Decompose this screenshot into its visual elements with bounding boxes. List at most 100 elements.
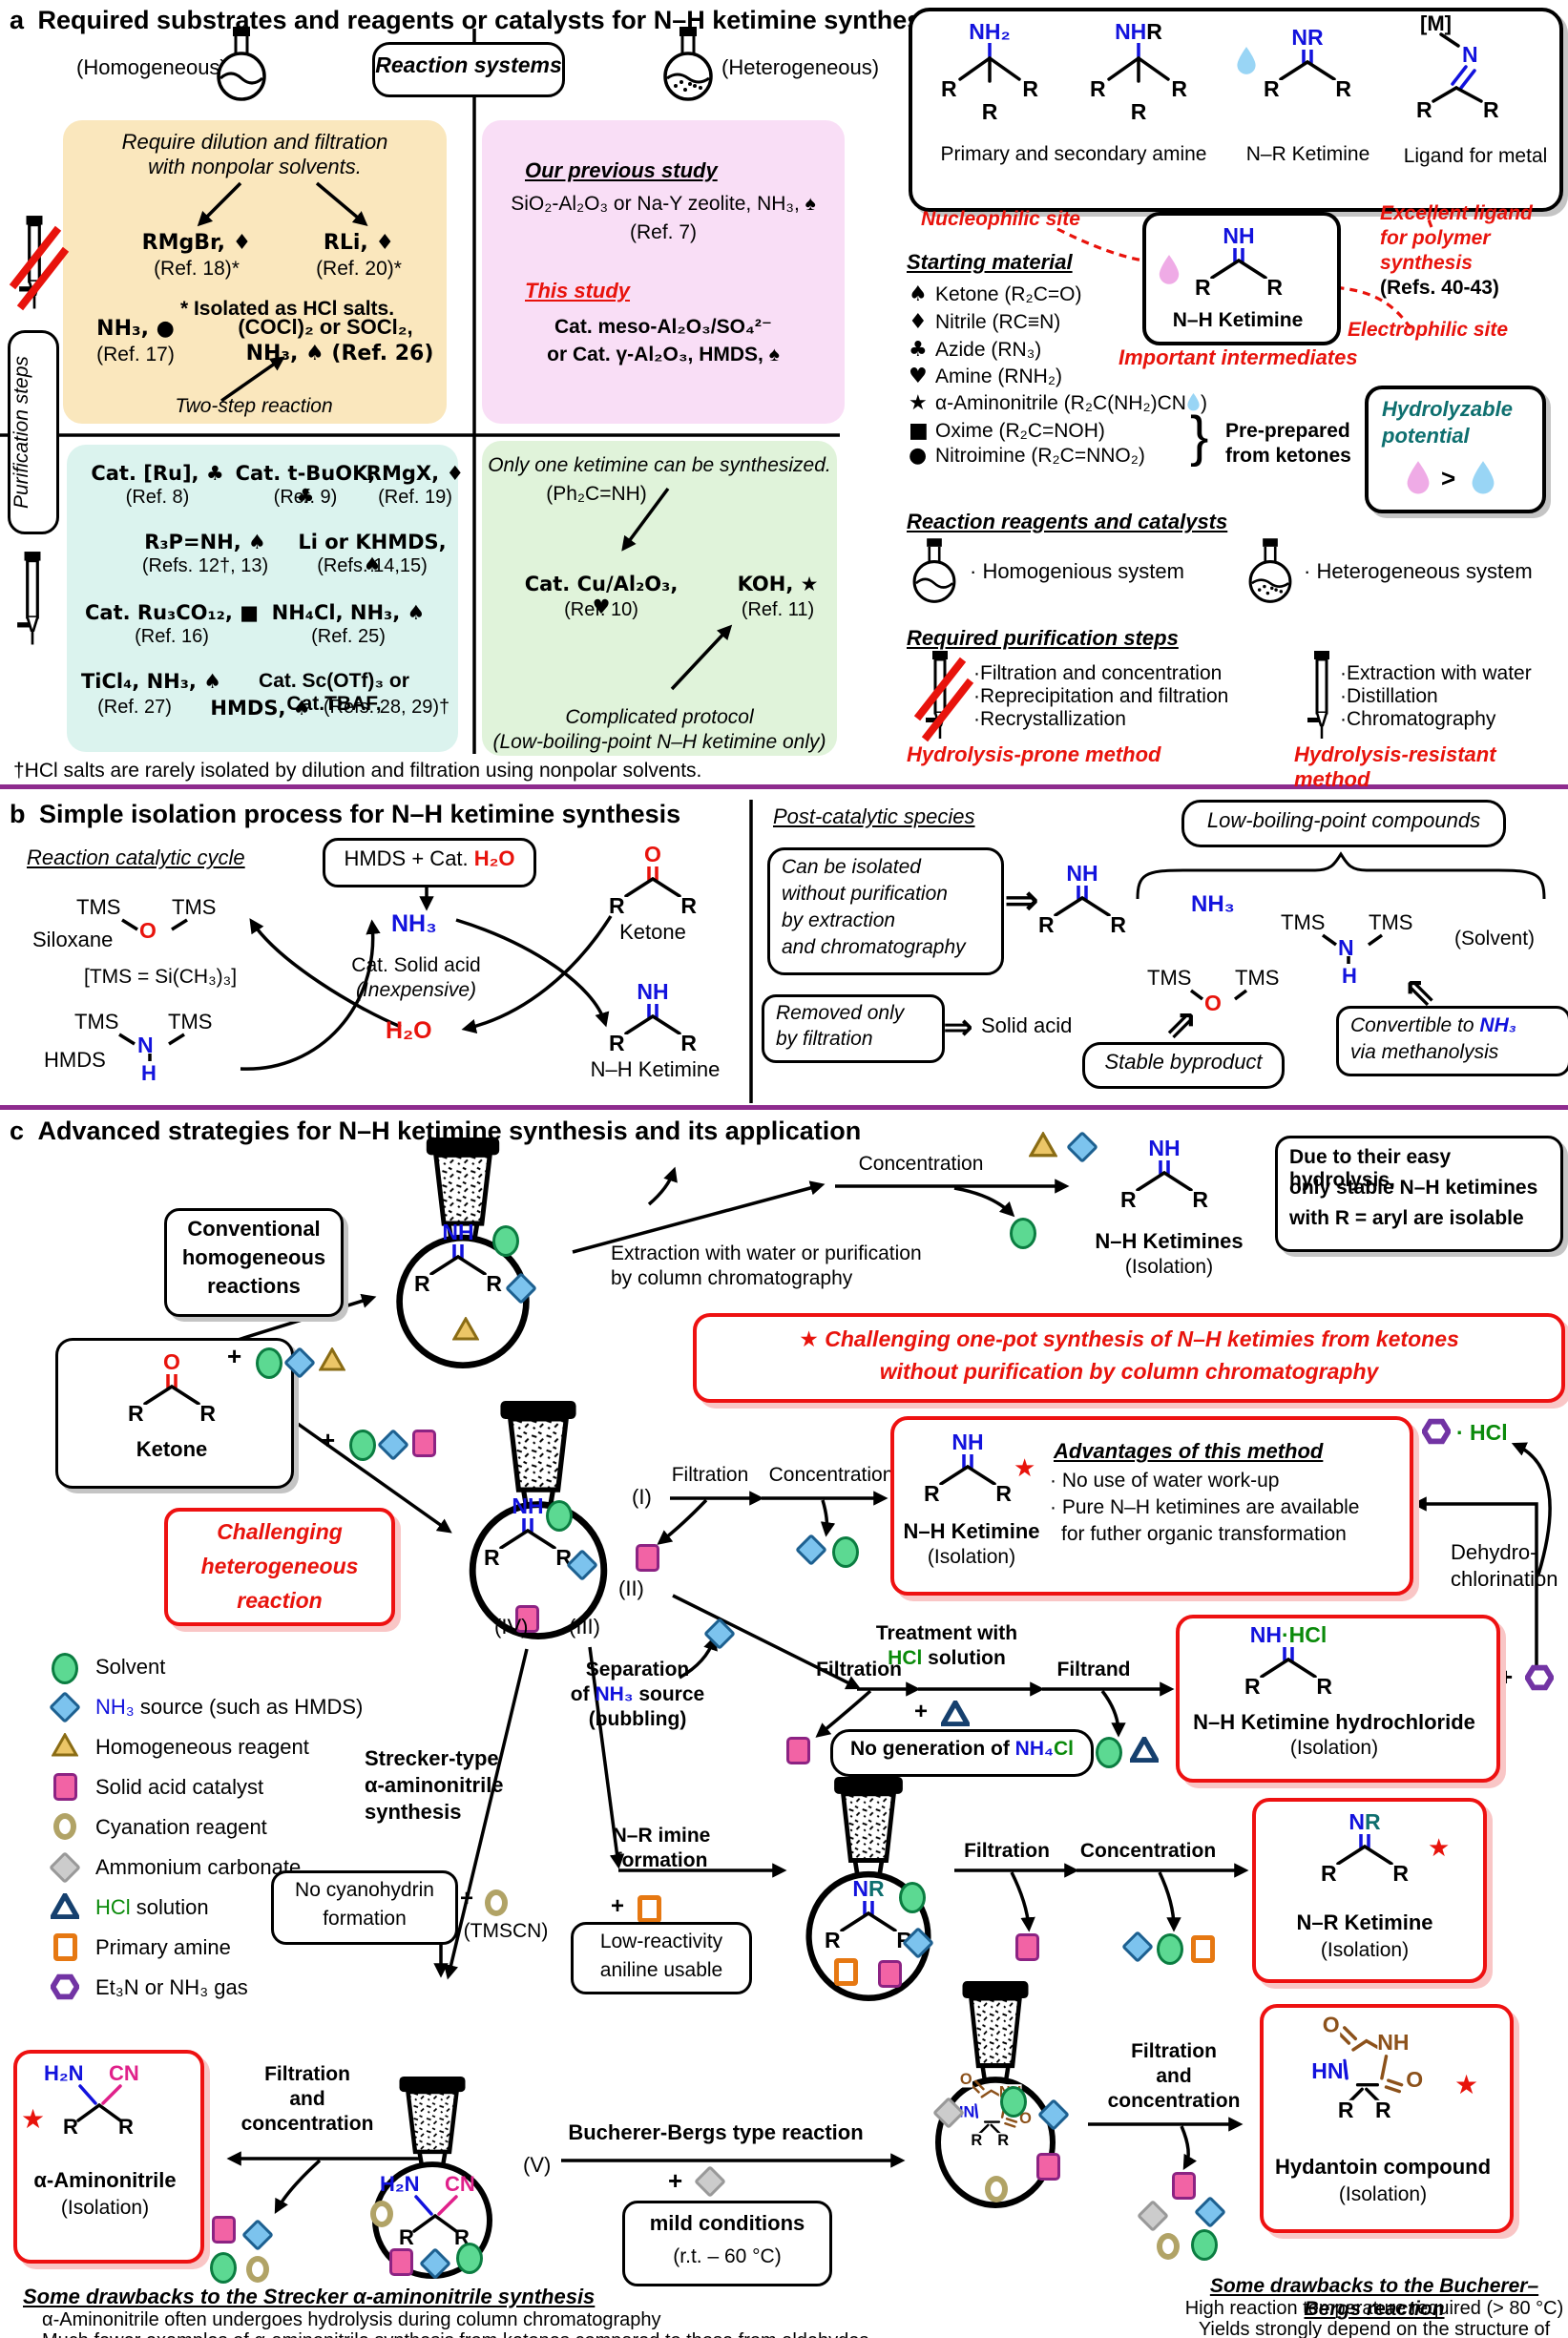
- homogeneous-reagent-shape: [452, 1317, 479, 1341]
- star-icon: ★: [1428, 1834, 1451, 1863]
- advantage-3: for futher organic transformation: [1061, 1523, 1347, 1545]
- circle-icon: ●: [909, 444, 928, 468]
- cyan-box-bg: [67, 445, 458, 752]
- solid-acid-shape: [389, 2248, 413, 2276]
- cyanation-reagent-shape: [485, 1889, 508, 1916]
- complicated-2: (Low-boiling-point N–H ketimine only): [492, 731, 826, 753]
- nh-ketimines-label: N–H Ketimines: [1095, 1229, 1244, 1253]
- ammonium-carbonate-shape: [694, 2165, 726, 2198]
- plus: +: [611, 1893, 625, 1919]
- plus: +: [914, 1699, 929, 1724]
- purification-header: Required purification steps: [907, 626, 1179, 650]
- homogeneous-reagent-shape: [1029, 1132, 1057, 1158]
- concentration-label: Concentration: [858, 1153, 984, 1175]
- r3p: R₃P=NH, ♠: [144, 531, 266, 553]
- purple-rule-2: [0, 1105, 1568, 1110]
- likhmds-ref: (Refs. 14,15): [317, 555, 428, 576]
- hydantoin-label: Hydantoin compound: [1274, 2155, 1492, 2179]
- nh3-label: NH₃: [1191, 891, 1235, 917]
- tmscn-label: (TMSCN): [463, 1920, 549, 1942]
- filtrand-label: Filtrand: [1056, 1659, 1131, 1680]
- bucherer-label: Bucherer-Bergs type reaction: [568, 2120, 864, 2144]
- tms-label: TMS: [168, 1010, 213, 1033]
- challenging-reaction-box: Challenging heterogeneous reaction: [164, 1508, 395, 1626]
- ticl4-ref: (Ref. 27): [97, 697, 172, 718]
- h-label: H: [1342, 964, 1357, 988]
- nucleophilic-label: Nucleophilic site: [921, 208, 1080, 230]
- solvent-shape: [832, 1536, 859, 1568]
- o-label: O: [1204, 991, 1222, 1015]
- roman-iii: (III): [569, 1615, 600, 1639]
- homogeneous-label: (Homogeneous): [76, 55, 227, 79]
- substrate-amine: Amine (RNH₂): [935, 365, 1062, 387]
- rmgx: RMgX, ♦: [366, 462, 465, 485]
- koh-ref: (Ref. 11): [741, 599, 815, 620]
- nr-ketimine-isolation-box: [1252, 1798, 1487, 1983]
- siloxane-label: Siloxane: [32, 928, 114, 951]
- greater-than: >: [1441, 464, 1456, 492]
- hydantoin-structure: O NH O HN R R: [951, 2072, 1044, 2155]
- isolation-label: (Isolation): [1320, 1939, 1410, 1961]
- aminonitrile-structure: H₂N CN R R: [380, 2172, 475, 2249]
- nr-ketimine-label: N–R Ketimine: [1296, 1910, 1433, 1934]
- rli-ref: (Ref. 20)*: [316, 258, 402, 280]
- hydrolysis-resistant-label: Hydrolysis-resistant method: [1294, 742, 1496, 791]
- purple-rule-1: [0, 784, 1568, 789]
- ammonium-carbonate-shape: [1137, 2200, 1169, 2232]
- strecker-2: α-aminonitrile: [365, 1773, 504, 1797]
- stable-byproduct-box: Stable byproduct: [1082, 1042, 1285, 1089]
- separation-1: Separation: [585, 1659, 690, 1680]
- nh3-source-shape: [377, 1429, 409, 1461]
- excellent-ligand-3: synthesis: [1380, 252, 1473, 274]
- star-icon: ★: [1014, 1454, 1036, 1483]
- cat-cu-ref: (Ref. 10): [564, 599, 638, 620]
- panel-a-tag: a: [10, 6, 25, 34]
- prev-study-title: Our previous study: [525, 158, 718, 182]
- dehydro-1: Dehydro-: [1451, 1540, 1537, 1564]
- extraction-line-1: Extraction with water or purification: [611, 1242, 922, 1264]
- substrate-nitrile: Nitrile (RC≡N): [935, 311, 1061, 333]
- heart-icon: ♥: [909, 365, 928, 388]
- nh3-source-shape: [1194, 2196, 1226, 2228]
- solvent-shape: [1000, 2086, 1027, 2118]
- hydantoin-structure: O NH O HN R R: [1311, 2013, 1424, 2123]
- starting-material-header: Starting material: [907, 250, 1073, 274]
- h2o-label: H₂O: [386, 1017, 432, 1044]
- nh3-source-shape: [703, 1618, 736, 1650]
- panel-a-title: Required substrates and reagents or cata…: [37, 6, 943, 34]
- ketone-box: [55, 1338, 294, 1489]
- double-arrow-icon: ⇒: [1004, 877, 1039, 924]
- club-icon: ♣: [909, 338, 928, 362]
- aminonitrile-structure: H₂N CN R R: [44, 2061, 139, 2139]
- water-droplet-blue-icon: [1237, 47, 1256, 74]
- low-boiling-box: Low-boiling-point compounds: [1181, 800, 1506, 847]
- green-note: Only one ketimine can be synthesized.: [488, 454, 831, 476]
- ticl4: TiCl₄, NH₃, ♠: [80, 670, 222, 693]
- excellent-ligand-ref: (Refs. 40-43): [1380, 277, 1499, 299]
- filtration-and-concentration: Filtration: [264, 2063, 350, 2085]
- hmds-label: HMDS: [44, 1048, 106, 1072]
- cat-ru-ref: (Ref. 8): [125, 487, 190, 508]
- complicated-1: Complicated protocol: [565, 706, 754, 728]
- ph2c: (Ph₂C=NH): [546, 483, 647, 505]
- hydrolysis-prone-label: Hydrolysis-prone method: [907, 742, 1161, 766]
- heterogeneous-system: · Heterogeneous system: [1304, 559, 1533, 583]
- droplet-pink-icon: [1407, 461, 1430, 494]
- filtration-and-concentration: Filtration: [1131, 2040, 1217, 2062]
- pre-prepared-2: from ketones: [1225, 445, 1351, 467]
- roman-ii: (II): [618, 1576, 644, 1600]
- tms-label: TMS: [1369, 910, 1413, 934]
- pink-box-bg: [482, 120, 845, 424]
- cocl-nh3: NH₃, ♠ (Ref. 26): [245, 342, 434, 365]
- cyanation-reagent-shape: [246, 2256, 269, 2283]
- tms-definition: [TMS = Si(CH₃)₃]: [84, 966, 238, 988]
- spade-icon: ♠: [909, 282, 928, 306]
- nr-ketimine-label: N–R Ketimine: [1245, 143, 1370, 165]
- prone-item-1: ·Filtration and concentration: [973, 662, 1223, 684]
- no-cyanohydrin-box: No cyanohydrin formation: [271, 1870, 458, 1945]
